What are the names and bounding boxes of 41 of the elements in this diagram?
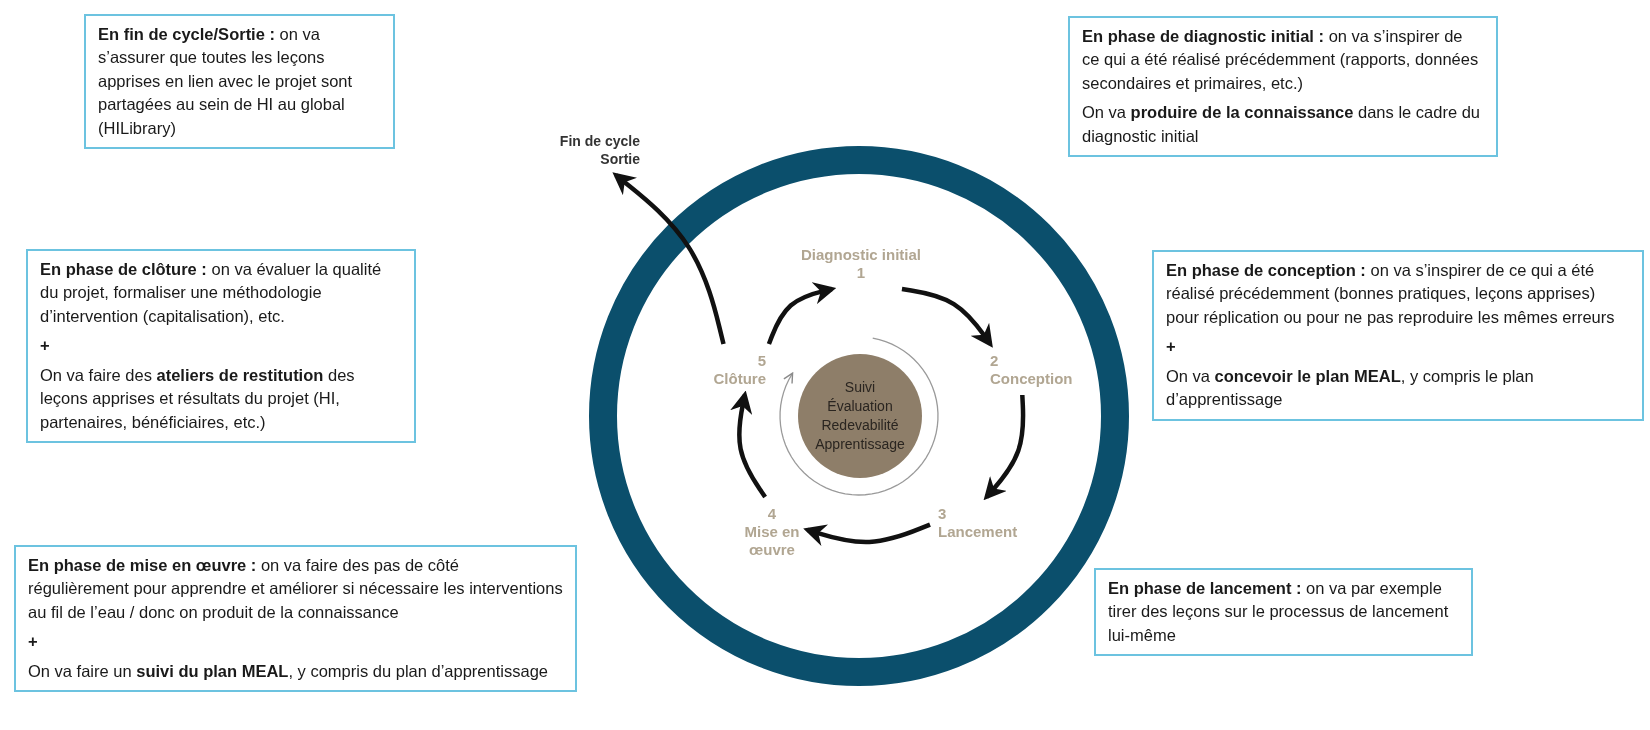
phase-number: 5 [756, 352, 766, 370]
exit-label: Sortie [599, 150, 640, 169]
phase-name: Clôture [712, 370, 766, 388]
center-text: Redevabilité [821, 416, 899, 435]
callout-text: + [40, 335, 51, 357]
phase-name: Mise en œuvre [743, 523, 801, 559]
callout-text: + [28, 631, 39, 653]
center-text: Évaluation [827, 397, 893, 416]
callout-text: On va faire des ateliers de restitution des leçons apprises et résultats du projet (HI, partenaires, bénéficiaires, etc.) [40, 364, 356, 433]
callout-text: On va concevoir le plan MEAL, y compris le plan d’apprentissage [1166, 365, 1535, 411]
callout-box [26, 249, 416, 443]
callout-text: On va faire un suivi du plan MEAL, y compris du plan d’apprentissage [28, 660, 549, 682]
exit-label: Fin de cycle [558, 132, 640, 151]
phase-number: 2 [990, 352, 1000, 370]
callout-text: En phase de diagnostic initial : on va s’inspirer de ce qui a été réalisé précédemment (rapports, données secondaires et primaires, etc.) [1082, 26, 1480, 94]
phase-number: 1 [855, 264, 867, 282]
callout-box [14, 545, 577, 693]
callout-text: En phase de lancement : on va par exemple tirer des leçons sur le processus de lancement lui-même [1108, 578, 1450, 646]
callout-text: En fin de cycle/Sortie : on va s’assurer que toutes les leçons apprises en lien avec le projet sont partagées au sein de HI au global (HILibrary) [98, 24, 354, 139]
cycle-arrow [766, 282, 837, 345]
phase-name: Lancement [938, 523, 1019, 541]
callout-box [1152, 250, 1644, 421]
callout-text: En phase de mise en œuvre : on va faire des pas de côté régulièrement pour apprendre et améliorer si nécessaire les interventions au fil de l’eau / donc on produit de la connaissance [28, 555, 563, 623]
callout-text: + [1166, 336, 1177, 358]
callout-box [1094, 568, 1473, 657]
callout-text: En phase de clôture : on va évaluer la qualité du projet, formaliser une méthodologie d’intervention (capitalisation), etc. [40, 259, 383, 327]
center-text: Suivi [844, 378, 876, 398]
callout-text: En phase de conception : on va s’inspirer de ce qui a été réalisé précédemment (bonnes pratiques, leçons apprises) pour réplication ou pour ne pas reproduire les mêmes erreurs [1166, 260, 1616, 328]
cycle-arrow [730, 390, 767, 499]
phase-name: Conception [990, 370, 1074, 388]
phase-name: Diagnostic initial [800, 246, 922, 264]
cycle-arrow [901, 286, 993, 348]
cycle-arrow [612, 172, 726, 345]
callout-box [84, 14, 395, 150]
callout-box [1068, 16, 1498, 158]
cycle-arrow [983, 394, 1026, 501]
center-text: Apprentissage [815, 434, 905, 454]
callout-text: On va produire de la connaissance dans le cadre du diagnostic initial [1082, 102, 1482, 147]
cycle-arrow [803, 522, 931, 546]
phase-number: 4 [766, 505, 778, 523]
phase-number: 3 [938, 505, 948, 523]
